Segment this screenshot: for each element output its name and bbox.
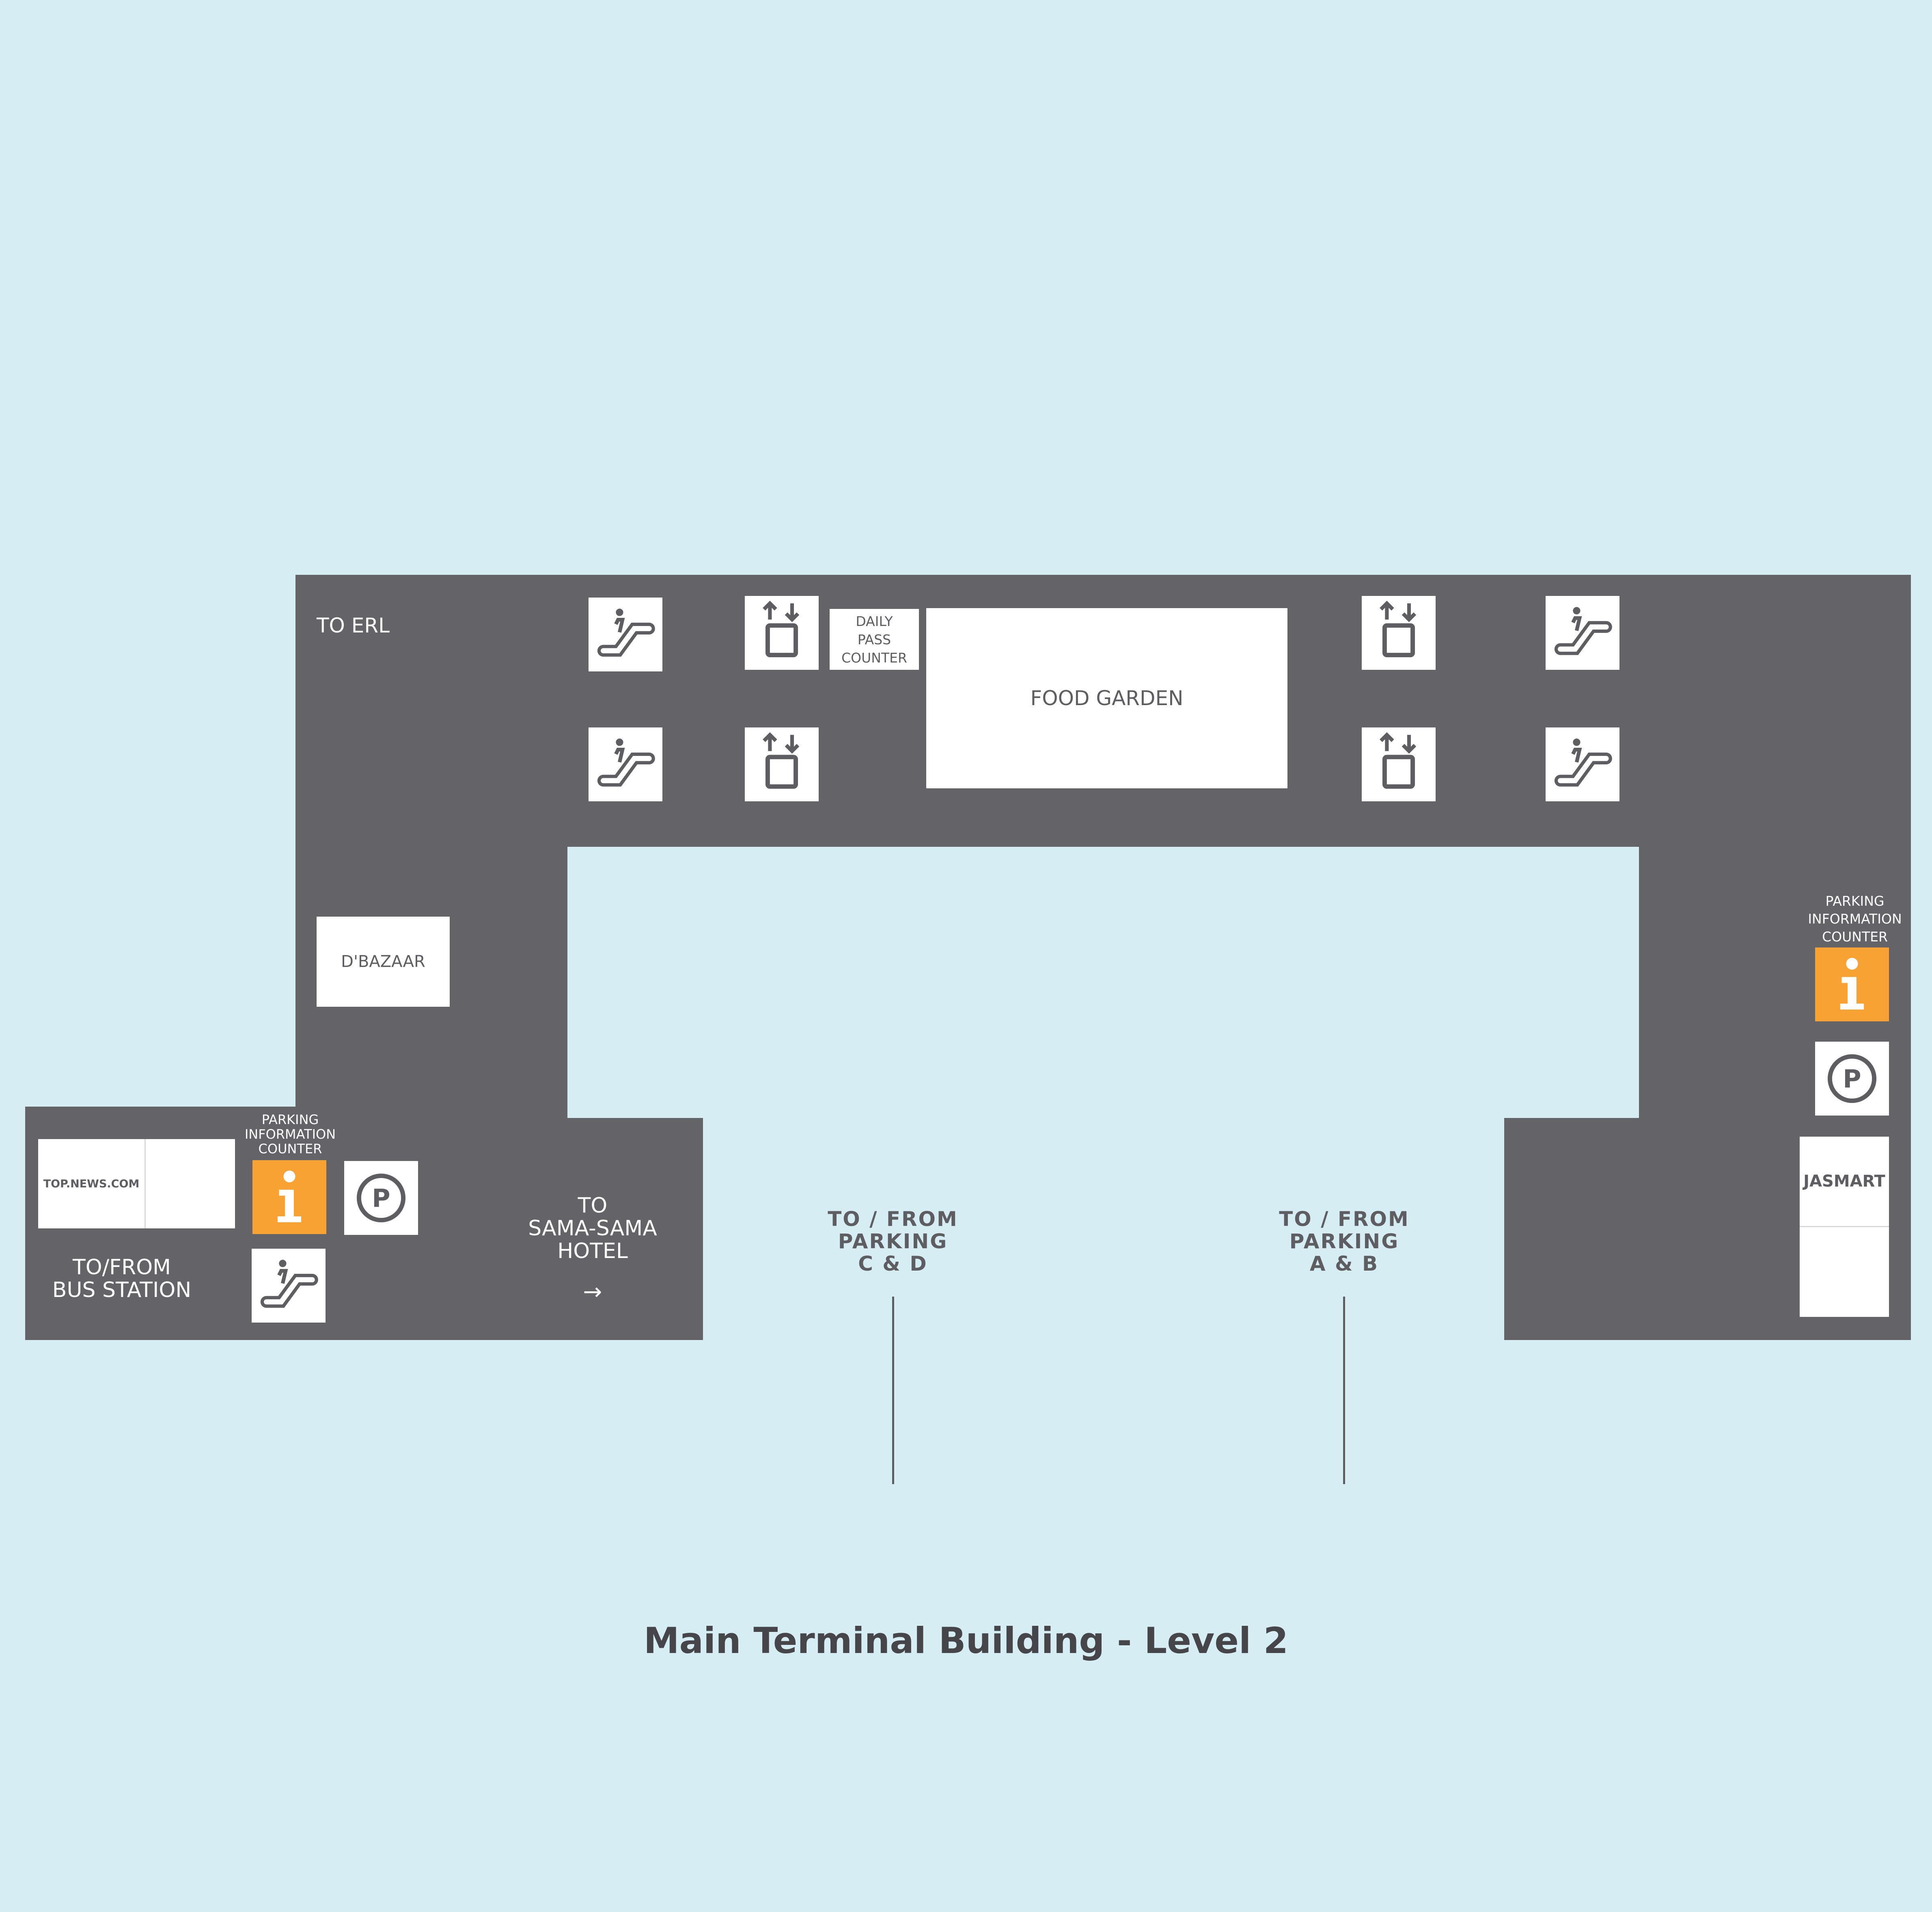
to-erl-label: TO ERL: [317, 614, 390, 637]
arrow-right-icon: →: [583, 1279, 602, 1305]
daily-pass-counter[interactable]: DAILY PASS COUNTER: [830, 609, 919, 670]
lift-icon[interactable]: [745, 727, 819, 801]
parking-cd-label: TO / FROM PARKING C & D: [828, 1207, 958, 1275]
shop-divider: [1800, 1226, 1889, 1227]
dbazaar-shop[interactable]: D'BAZAAR: [317, 917, 450, 1007]
svg-text:P: P: [1843, 1064, 1861, 1094]
floor-right-column: [1639, 575, 1911, 1119]
parking-info-label-left: PARKING INFORMATION COUNTER: [244, 1112, 336, 1157]
info-icon[interactable]: [252, 1160, 326, 1234]
bus-station-label: TO/FROM BUS STATION: [52, 1255, 192, 1302]
jasmart-shop[interactable]: JASMART: [1800, 1137, 1889, 1317]
svg-text:P: P: [372, 1184, 390, 1213]
parking-icon[interactable]: P: [344, 1161, 418, 1235]
parking-icon[interactable]: P: [1815, 1042, 1889, 1116]
info-icon[interactable]: [1815, 947, 1889, 1021]
topnews-label: TOP.NEWS.COM: [43, 1177, 140, 1190]
food-garden[interactable]: FOOD GARDEN: [926, 608, 1287, 788]
lift-icon[interactable]: [1362, 596, 1436, 670]
escalator-icon[interactable]: [1546, 596, 1619, 670]
escalator-icon[interactable]: [589, 727, 662, 801]
shop-divider: [144, 1139, 146, 1228]
lift-icon[interactable]: [1362, 727, 1436, 801]
path-line-parking-cd: [892, 1297, 894, 1484]
path-line-parking-ab: [1343, 1297, 1345, 1484]
escalator-icon[interactable]: [252, 1249, 326, 1323]
page-title: Main Terminal Building - Level 2: [644, 1620, 1288, 1662]
floor-left-column: [295, 575, 567, 1119]
lift-icon[interactable]: [745, 596, 819, 670]
parking-info-label-right: PARKING INFORMATION COUNTER: [1808, 893, 1902, 945]
sama-sama-hotel-label: TO SAMA-SAMA HOTEL: [528, 1193, 657, 1263]
parking-ab-label: TO / FROM PARKING A & B: [1279, 1207, 1410, 1275]
jasmart-label: JASMART: [1803, 1172, 1885, 1191]
escalator-icon[interactable]: [589, 598, 662, 671]
topnews-shop[interactable]: TOP.NEWS.COM: [38, 1139, 235, 1228]
escalator-icon[interactable]: [1546, 727, 1619, 801]
